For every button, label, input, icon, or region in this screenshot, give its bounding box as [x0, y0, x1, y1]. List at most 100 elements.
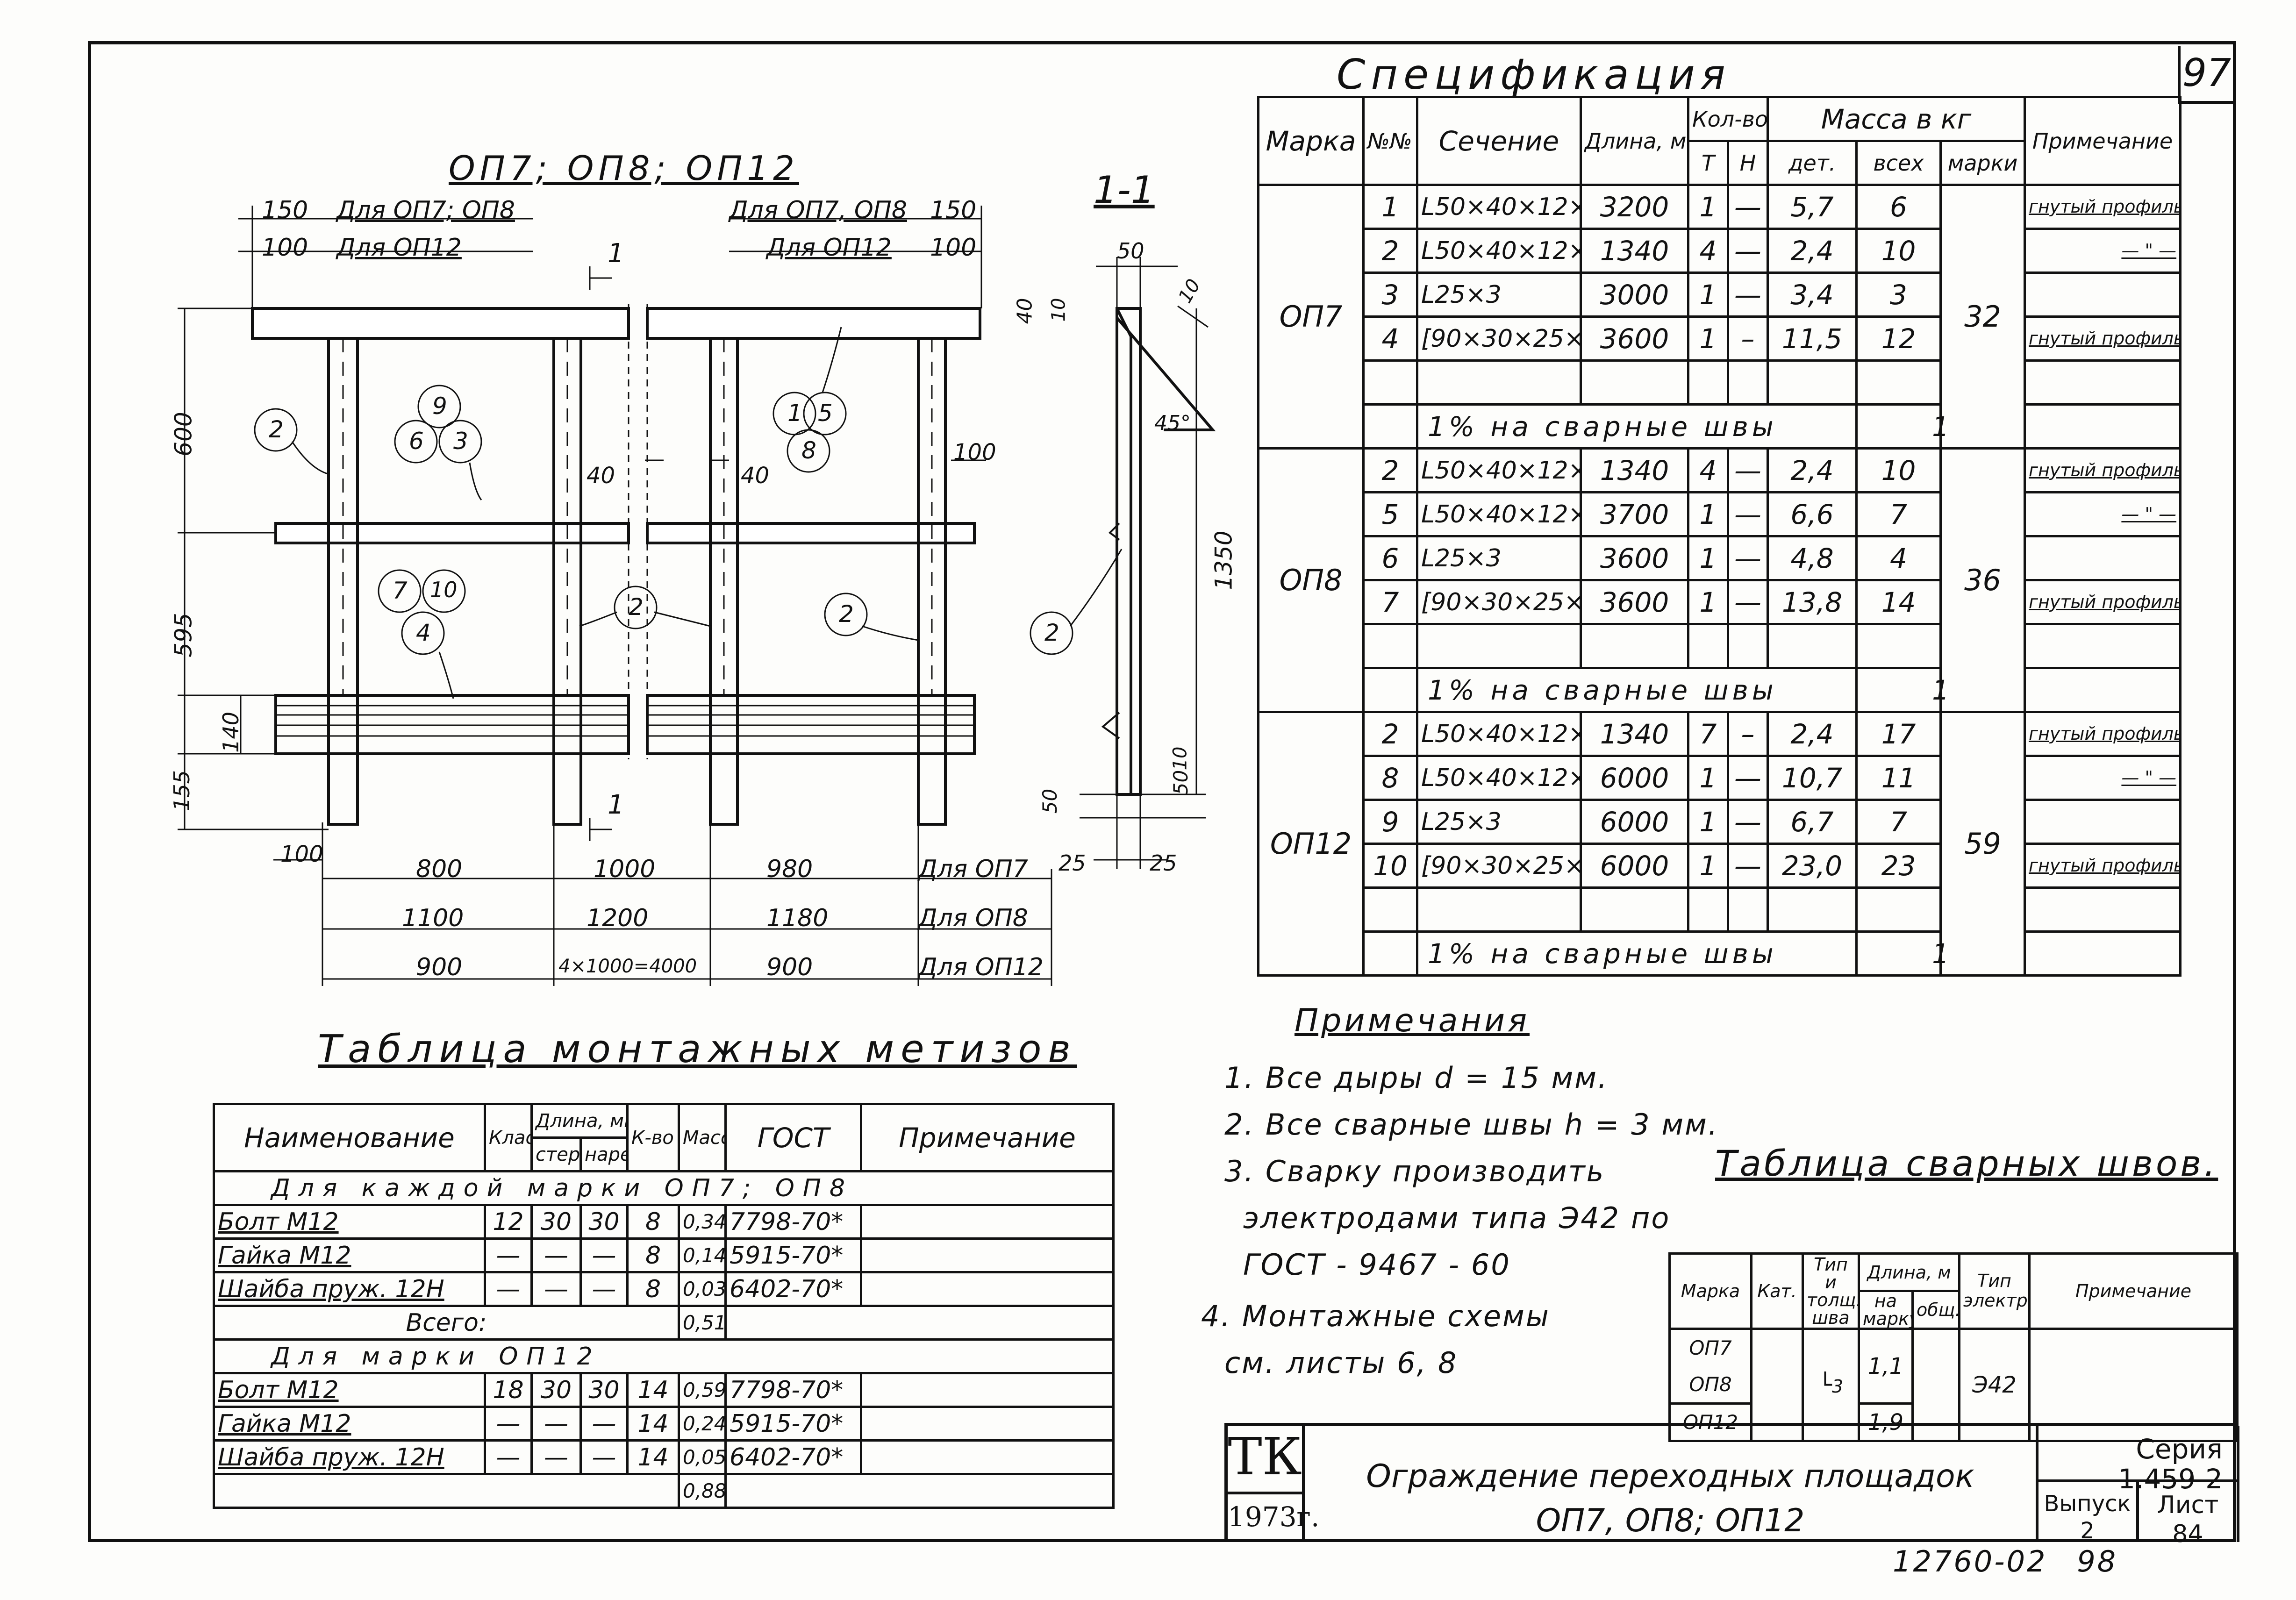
spec-section: L25×3 [1416, 271, 1582, 318]
bottom-dim-row-2-a: 1100 [402, 904, 464, 932]
spec-qty-n: — [1727, 755, 1769, 801]
hardware-note [860, 1271, 1115, 1307]
spec-mass-all: 10 [1855, 447, 1942, 493]
callout-3: 3 [453, 428, 468, 455]
spec-qty-n: — [1727, 535, 1769, 581]
hardware-qty: 14 [626, 1439, 680, 1475]
spec-mass-det: 6,7 [1767, 799, 1858, 845]
hardware-total-label: Всего: [212, 1305, 680, 1341]
title-block-subtitle: ОП7, ОП8; ОП12 [1536, 1502, 1805, 1540]
hardware-header-qty: К-во шт [626, 1103, 680, 1172]
weld-subheader-row: на марку общ. [1670, 1290, 2238, 1330]
issue-label: Выпуск [2044, 1491, 2131, 1517]
spec-note: гнутый профиль [2024, 184, 2182, 230]
weld-header-note: Примечание [2028, 1252, 2239, 1330]
weld-header-mark: Марка [1668, 1252, 1752, 1330]
section-dim-25-a: 25 [1059, 850, 1086, 876]
weld-row-1: ОП7 └3 1,1 Э42 [1668, 1328, 2239, 1442]
title-block-sheet: Лист 84 [2139, 1482, 2239, 1548]
title-block-year: 1973г. [1228, 1492, 1319, 1533]
hardware-gost: 7798-70* [724, 1372, 863, 1408]
spec-qty-t: 1 [1687, 843, 1729, 889]
spec-qty-t: 1 [1687, 184, 1729, 230]
bottom-dim-row-3-a: 900 [416, 953, 463, 981]
spec-empty-cell [2024, 359, 2182, 406]
spec-length: 6000 [1580, 843, 1689, 889]
spec-header-mass-mark: марки [1939, 140, 2026, 186]
spec-section: L50×40×12×2,5 [1416, 755, 1582, 801]
hardware-class: — [484, 1237, 533, 1273]
bottom-dim-row-1-a: 800 [416, 855, 463, 883]
spec-det: 9 [1362, 799, 1418, 845]
note-line-3: 3. Сварку производить [1224, 1154, 1605, 1188]
spec-mark: ОП7 [1257, 184, 1365, 450]
spec-section: L50×40×12×2,5 [1416, 228, 1582, 274]
weld-mark-op12: ОП12 [1668, 1402, 1752, 1442]
section-dim-1350: 1350 [1210, 530, 1237, 590]
spec-header-qty: Кол-во [1687, 96, 1769, 142]
bottom-dim-row-1-c: 980 [766, 855, 813, 883]
spec-mark: ОП12 [1257, 711, 1365, 977]
hardware-mass: 0,59 [678, 1372, 727, 1408]
spec-qty-n: — [1727, 799, 1769, 845]
spec-det: 2 [1362, 228, 1418, 274]
page-number: 97 [2178, 46, 2233, 104]
hardware-gost: 6402-70* [724, 1439, 863, 1475]
weld-mark-op7: ОП7 [1668, 1328, 1752, 1366]
spec-length: 1340 [1580, 447, 1689, 493]
spec-empty-cell [1767, 623, 1858, 669]
callout-8: 8 [801, 437, 816, 464]
spec-length: 3200 [1580, 184, 1689, 230]
spec-mass-det: 2,4 [1767, 228, 1858, 274]
note-line-2: 2. Все сварные швы h = 3 мм. [1224, 1107, 1719, 1142]
section-dim-10-c: 10 [1169, 746, 1191, 771]
dim-left-top: 150 [262, 196, 308, 224]
spec-qty-n: — [1727, 843, 1769, 889]
bottom-page-value: 98 [2077, 1544, 2118, 1579]
spec-mass-det: 10,7 [1767, 755, 1858, 801]
hardware-section-row: Для марки ОП12 [212, 1338, 1115, 1374]
weld-row-3: ОП12 1,9 [1668, 1402, 2238, 1442]
hardware-subheader-row: стер. нарез. [214, 1136, 1114, 1172]
hardware-mass: 0,05 [678, 1439, 727, 1475]
spec-blank-row [1259, 623, 2182, 669]
spec-header-n: Н [1727, 140, 1769, 186]
hardware-table: Наименование Класс Длина, мм К-во шт Мас… [212, 1103, 1115, 1509]
spec-qty-n: – [1727, 315, 1769, 362]
spec-empty-cell [1855, 886, 1942, 933]
spec-mass-all: 17 [1855, 711, 1942, 757]
spec-empty-cell [1687, 886, 1729, 933]
callout-5: 5 [818, 400, 833, 427]
weld-header-len-total: общ. [1911, 1290, 1961, 1330]
spec-note: гнутый профиль [2024, 579, 2182, 625]
hardware-thread: — [579, 1406, 629, 1442]
spec-note [2024, 271, 2182, 318]
elevation-title: ОП7; ОП8; ОП12 [449, 149, 799, 188]
series-value: 1.459-2 [2118, 1463, 2223, 1495]
spec-weld-text: 1% на сварные швы [1416, 930, 1858, 977]
section-title: 1-1 [1094, 168, 1155, 212]
note-line-6: 4. Монтажные схемы [1201, 1299, 1550, 1333]
weld-header-electrode: Тип электр. [1958, 1252, 2031, 1330]
notes-title: Примечания [1295, 1002, 1530, 1039]
spec-header-t: Т [1687, 140, 1729, 186]
spec-empty-cell [2024, 930, 2182, 977]
hardware-total-label [212, 1473, 680, 1509]
spec-mass-all: 7 [1855, 799, 1942, 845]
section-mark-bottom: 1 [608, 790, 624, 820]
hardware-name: Болт М12 [213, 1204, 486, 1240]
spec-empty-cell [1362, 623, 1418, 669]
note-line-5: ГОСТ - 9467 - 60 [1243, 1248, 1511, 1282]
spec-empty-cell [1362, 667, 1418, 713]
spec-det: 2 [1362, 447, 1418, 493]
callout-10: 10 [430, 577, 458, 602]
callout-2-right: 2 [839, 600, 854, 628]
weld-header-cat: Кат. [1750, 1252, 1804, 1330]
hardware-gost: 5915-70* [724, 1406, 863, 1442]
section-callout-2: 2 [1044, 619, 1059, 646]
org-name: ТК [1228, 1427, 1302, 1486]
